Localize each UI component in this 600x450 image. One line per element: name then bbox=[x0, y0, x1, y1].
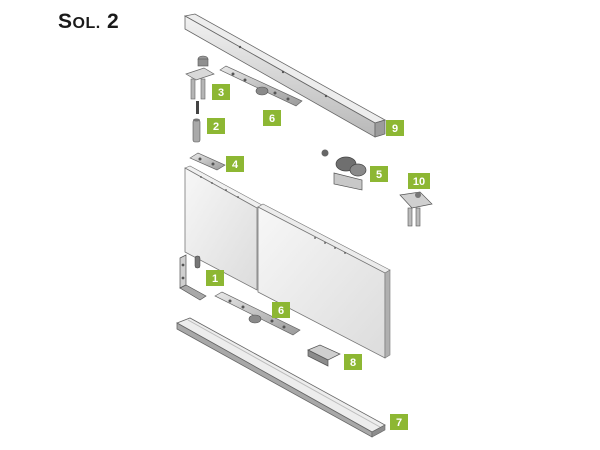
l-bracket bbox=[179, 254, 207, 301]
callout-9-label: 9 bbox=[392, 123, 398, 135]
top-pivot-guide bbox=[185, 55, 215, 100]
roller-trolley bbox=[321, 149, 367, 191]
callouts: 3 6 9 2 4 5 10 1 bbox=[206, 84, 430, 430]
callout-7: 7 bbox=[390, 414, 408, 430]
callout-1-label: 1 bbox=[212, 273, 218, 285]
title-smallcaps: ol. bbox=[72, 15, 101, 32]
door-panels bbox=[184, 165, 391, 359]
callout-3-label: 3 bbox=[218, 87, 224, 99]
top-plate bbox=[189, 152, 226, 171]
lower-pivot-plate bbox=[214, 291, 301, 336]
callout-4-label: 4 bbox=[232, 159, 239, 171]
door-stopper bbox=[399, 191, 433, 227]
callout-6-lower-label: 6 bbox=[278, 305, 284, 317]
callout-6-upper-label: 6 bbox=[269, 113, 275, 125]
callout-8: 8 bbox=[344, 354, 362, 370]
pivot-pin bbox=[192, 101, 201, 143]
callout-4: 4 bbox=[226, 156, 244, 172]
upper-pivot-plate bbox=[219, 65, 303, 107]
title-number: 2 bbox=[107, 10, 120, 33]
callout-9: 9 bbox=[386, 120, 404, 136]
callout-6-upper: 6 bbox=[263, 110, 281, 126]
callout-2-label: 2 bbox=[213, 121, 219, 133]
callout-6-lower: 6 bbox=[272, 302, 290, 318]
title-prefix: S bbox=[58, 10, 73, 33]
callout-7-label: 7 bbox=[396, 417, 402, 429]
callout-8-label: 8 bbox=[350, 357, 356, 369]
callout-5-label: 5 bbox=[376, 169, 382, 181]
top-track bbox=[183, 13, 387, 138]
floor-rail bbox=[176, 317, 386, 438]
callout-3: 3 bbox=[212, 84, 230, 100]
callout-2: 2 bbox=[207, 118, 225, 134]
callout-10: 10 bbox=[408, 173, 430, 189]
callout-5: 5 bbox=[370, 166, 388, 182]
bottom-guide bbox=[307, 344, 341, 367]
diagram-title: Sol. 2 bbox=[58, 10, 119, 34]
callout-1: 1 bbox=[206, 270, 224, 286]
callout-10-label: 10 bbox=[413, 176, 425, 188]
